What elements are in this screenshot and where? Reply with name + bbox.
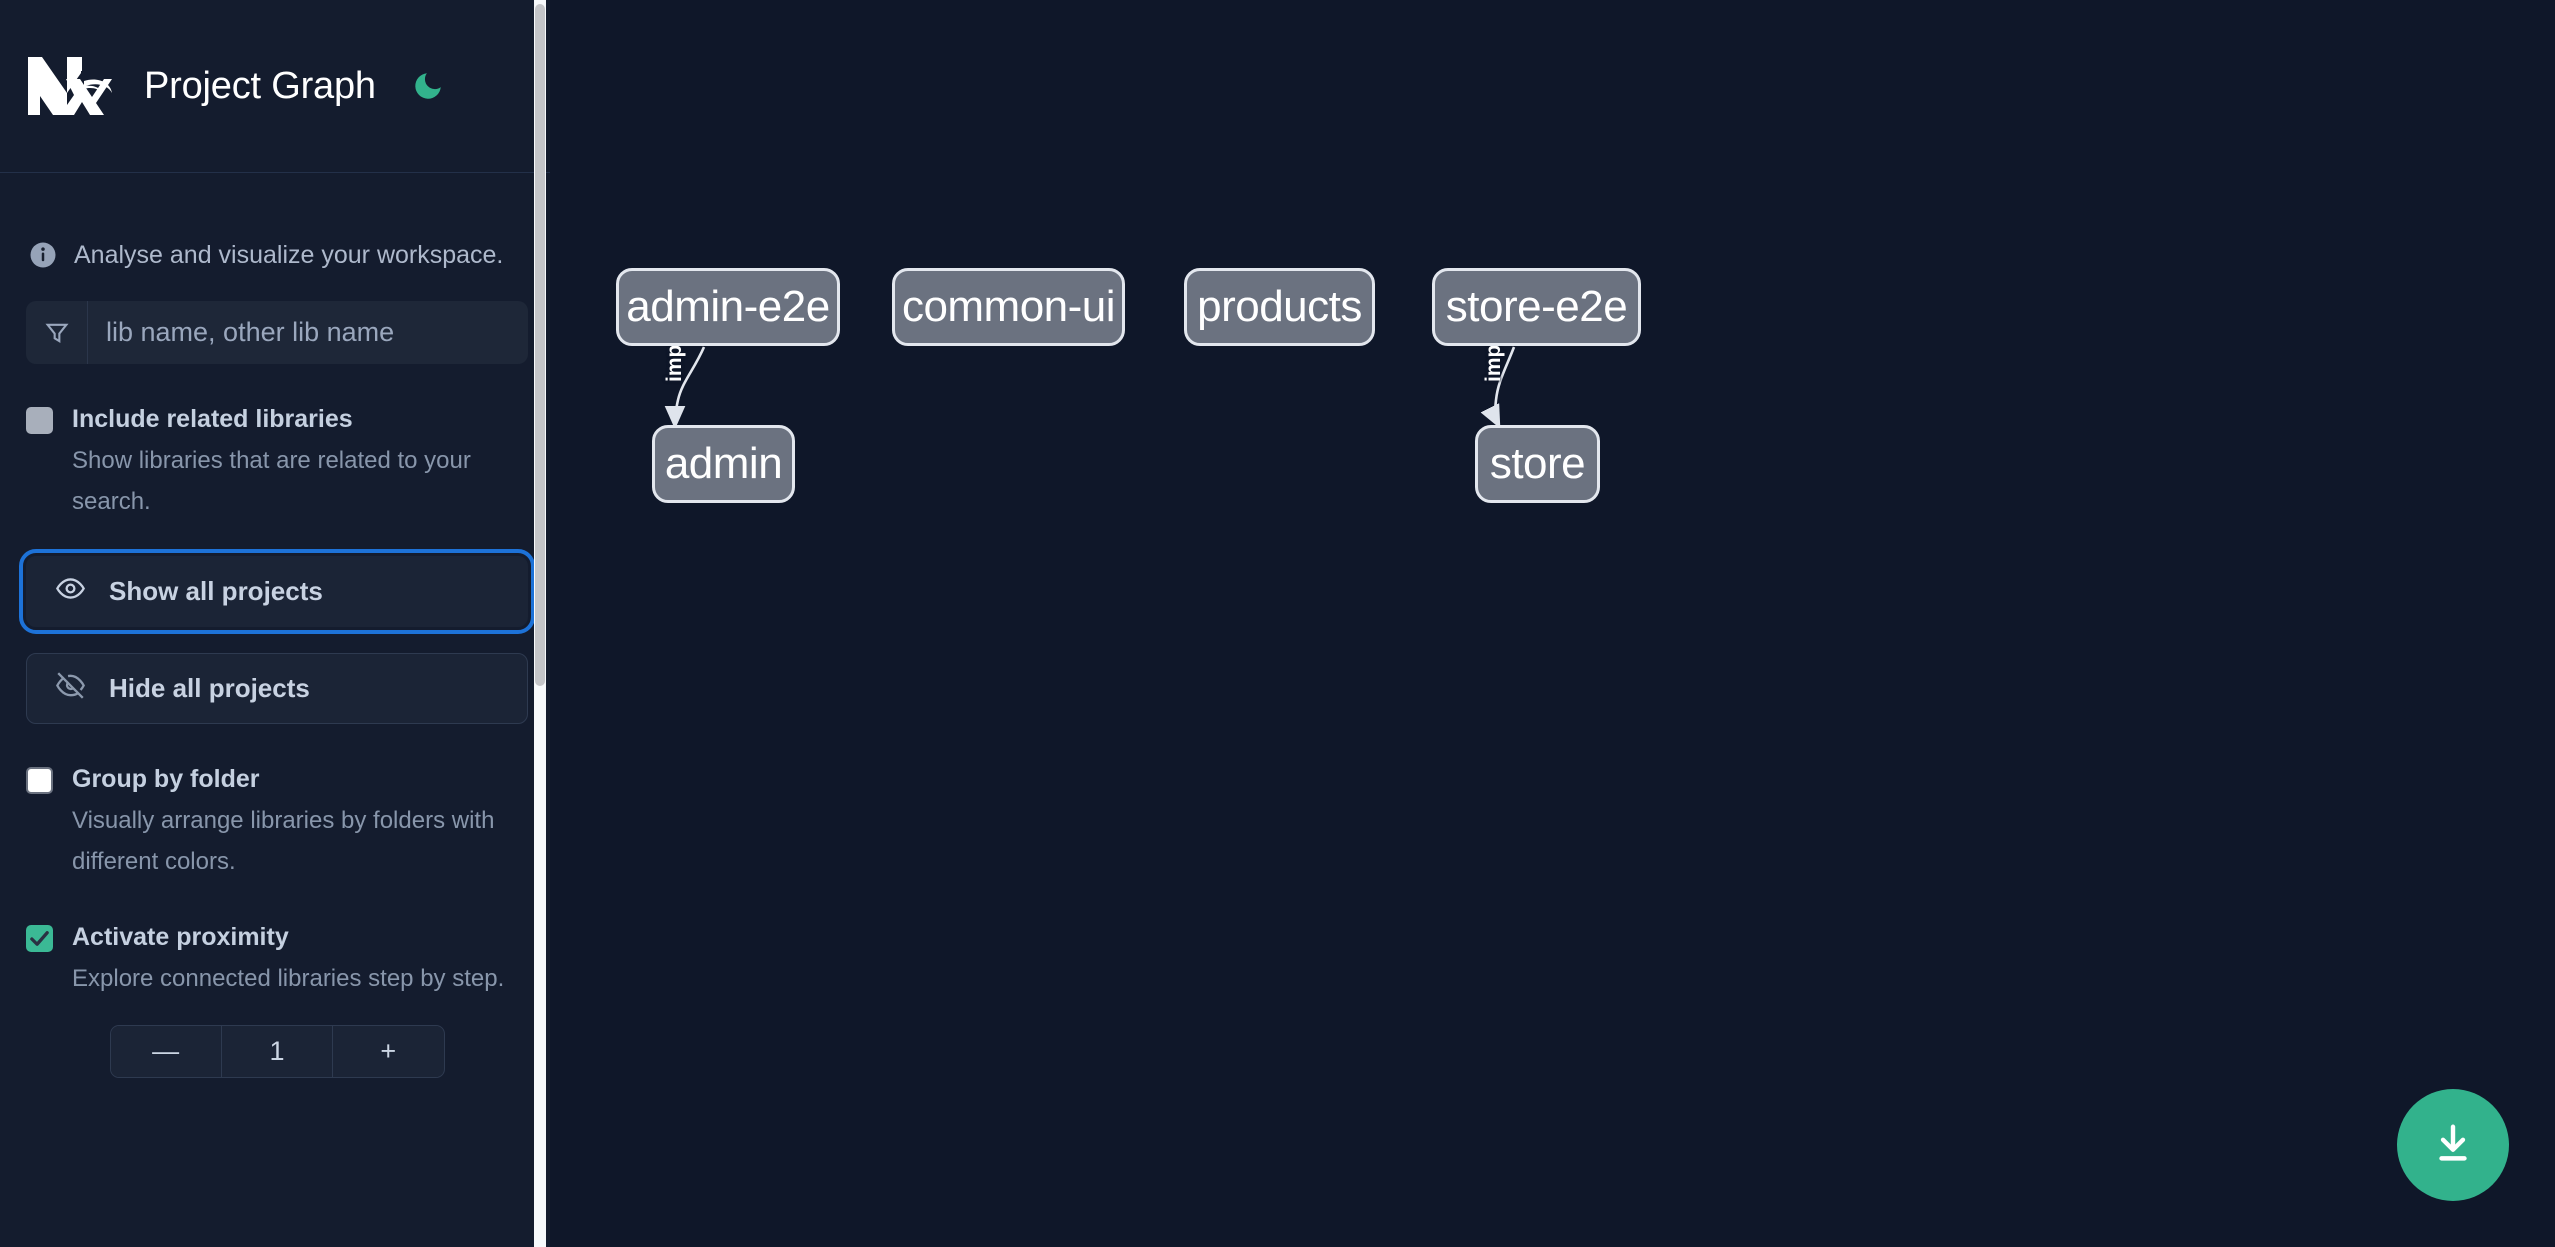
sidebar-tagline-text: Analyse and visualize your workspace. bbox=[74, 240, 504, 269]
visibility-button-group: Show all projects Hide all projects bbox=[0, 549, 554, 724]
divider bbox=[220, 1026, 222, 1077]
graph-canvas[interactable]: implicit implicit admin-e2e common-ui pr… bbox=[554, 0, 2555, 1247]
option-label: Group by folder bbox=[72, 765, 260, 793]
graph-node-store[interactable]: store bbox=[1475, 425, 1600, 503]
option-row[interactable]: Include related libraries Show libraries… bbox=[26, 402, 528, 522]
proximity-stepper-wrap: — 1 + bbox=[0, 1025, 554, 1078]
download-icon bbox=[2430, 1121, 2476, 1170]
sidebar-right-edge bbox=[550, 0, 554, 1247]
option-description: Explore connected libraries step by step… bbox=[72, 965, 505, 992]
include-related-libraries-checkbox[interactable] bbox=[26, 407, 53, 434]
option-label: Activate proximity bbox=[72, 923, 289, 951]
option-row[interactable]: Activate proximity Explore connected lib… bbox=[26, 920, 528, 999]
moon-icon[interactable] bbox=[406, 64, 450, 108]
graph-edges bbox=[664, 346, 1516, 430]
sidebar-content: Project Graph Analyse and visualize your… bbox=[0, 0, 554, 1078]
quantity-stepper: — 1 + bbox=[109, 1025, 445, 1078]
stepper-value: 1 bbox=[221, 1026, 333, 1077]
filter-row bbox=[0, 301, 554, 364]
graph-node-admin-e2e[interactable]: admin-e2e bbox=[616, 268, 840, 346]
nx-logo-icon bbox=[26, 55, 112, 117]
hide-all-projects-button[interactable]: Hide all projects bbox=[26, 653, 528, 724]
option-description: Show libraries that are related to your … bbox=[72, 447, 471, 515]
option-label: Include related libraries bbox=[72, 405, 353, 433]
page-title: Project Graph bbox=[144, 64, 376, 107]
sidebar-scrollbar-thumb[interactable] bbox=[535, 4, 545, 686]
eye-icon bbox=[55, 573, 86, 611]
graph-node-admin[interactable]: admin bbox=[652, 425, 795, 503]
sidebar-tagline: Analyse and visualize your workspace. bbox=[0, 173, 554, 293]
hide-all-projects-label: Hide all projects bbox=[109, 673, 310, 703]
sidebar-header: Project Graph bbox=[0, 0, 554, 173]
stepper-decrement-button[interactable]: — bbox=[110, 1026, 221, 1077]
download-image-button[interactable] bbox=[2397, 1089, 2509, 1201]
info-icon bbox=[28, 240, 58, 270]
graph-node-common-ui[interactable]: common-ui bbox=[892, 268, 1125, 346]
sidebar: Project Graph Analyse and visualize your… bbox=[0, 0, 554, 1247]
option-texts: Group by folder Visually arrange librari… bbox=[72, 762, 528, 882]
graph-node-products[interactable]: products bbox=[1184, 268, 1375, 346]
option-texts: Include related libraries Show libraries… bbox=[72, 402, 528, 522]
group-by-folder-checkbox[interactable] bbox=[26, 767, 53, 794]
stepper-increment-button[interactable]: + bbox=[333, 1026, 444, 1077]
search-input[interactable] bbox=[88, 301, 528, 364]
show-all-projects-button[interactable]: Show all projects bbox=[19, 549, 535, 634]
graph-node-store-e2e[interactable]: store-e2e bbox=[1432, 268, 1641, 346]
option-description: Visually arrange libraries by folders wi… bbox=[72, 807, 495, 875]
option-row[interactable]: Group by folder Visually arrange librari… bbox=[26, 762, 528, 882]
option-include-related-libraries: Include related libraries Show libraries… bbox=[0, 402, 554, 522]
eye-off-icon bbox=[55, 670, 86, 708]
divider bbox=[332, 1026, 334, 1077]
filter-box bbox=[26, 301, 528, 364]
sidebar-scrollbar[interactable] bbox=[534, 0, 546, 1247]
option-activate-proximity: Activate proximity Explore connected lib… bbox=[0, 920, 554, 999]
option-group-by-folder: Group by folder Visually arrange librari… bbox=[0, 762, 554, 882]
activate-proximity-checkbox[interactable] bbox=[26, 925, 53, 952]
funnel-filter-icon bbox=[26, 301, 88, 364]
option-texts: Activate proximity Explore connected lib… bbox=[72, 920, 528, 999]
show-all-projects-label: Show all projects bbox=[109, 576, 323, 606]
